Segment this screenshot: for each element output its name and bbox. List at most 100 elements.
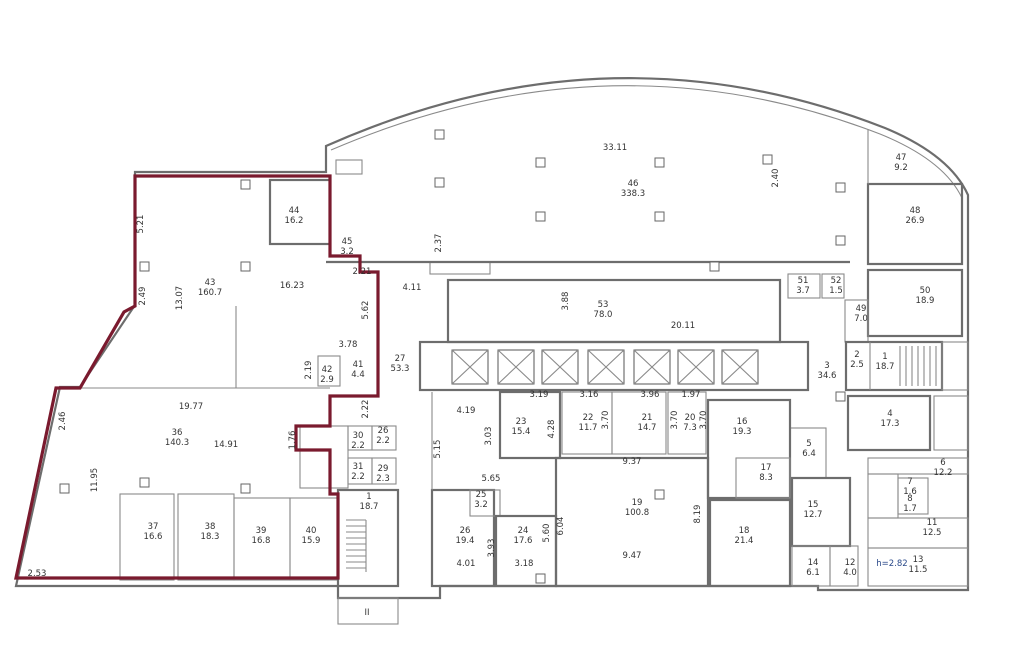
room-area: 14.7 (638, 423, 657, 433)
room-number: 5 (806, 439, 811, 449)
room-area: 7.3 (683, 423, 697, 433)
dim-2-37: 2.37 (434, 234, 444, 253)
room-number: 21 (642, 413, 653, 423)
room-number: 24 (518, 526, 529, 536)
room-number: 51 (798, 276, 809, 286)
room-number: 4 (887, 409, 892, 419)
room-area: 18.7 (876, 362, 895, 372)
room-area: 3.2 (340, 247, 354, 257)
room-area: 21.4 (735, 536, 754, 546)
dim-3-18: 3.18 (515, 559, 534, 569)
room-number: 45 (342, 237, 353, 247)
dim-19-77: 19.77 (179, 402, 203, 412)
room-number: 22 (583, 413, 594, 423)
room-area: 18.9 (916, 296, 935, 306)
room-area: 140.3 (165, 438, 189, 448)
room-number: 37 (148, 522, 159, 532)
room-number: 18 (739, 526, 750, 536)
room-25-label: 253.2 (474, 490, 488, 510)
room-labels: 5378.046338.3479.24826.94416.2453.243160… (144, 153, 953, 578)
dim-5-21: 5.21 (136, 215, 146, 234)
room-number: 26 (378, 426, 389, 436)
room-42-label: 422.9 (320, 365, 334, 385)
room-4-label: 417.3 (881, 409, 900, 429)
dim-4-11: 4.11 (403, 283, 422, 293)
room-area: 11.7 (579, 423, 598, 433)
room-area: 160.7 (198, 288, 222, 298)
room-area: 16.6 (144, 532, 163, 542)
dim-2-53: 2.53 (28, 569, 47, 579)
room-29-label: 292.3 (376, 464, 390, 484)
dim-3-93: 3.93 (487, 539, 497, 558)
room-number: 29 (378, 464, 389, 474)
dim-3-70b: 3.70 (670, 411, 680, 430)
room-area: 12.2 (934, 468, 953, 478)
room-area: 19.3 (733, 427, 752, 437)
columns (59, 129, 846, 584)
room-area: 2.3 (376, 474, 390, 484)
room-number: 14 (808, 558, 819, 568)
room-area: 15.4 (512, 427, 531, 437)
room-number: 50 (920, 286, 931, 296)
room-area: 6.4 (802, 449, 816, 459)
room-number: 48 (910, 206, 921, 216)
room-area: 16.8 (252, 536, 271, 546)
dim-1-97: 1.97 (682, 390, 701, 400)
room-number: 27 (395, 354, 406, 364)
dim-4-19: 4.19 (457, 406, 476, 416)
room-area: 7.0 (854, 314, 868, 324)
room-area: 4.0 (843, 568, 857, 578)
room-number: 40 (306, 526, 317, 536)
room-area: 18.7 (360, 502, 379, 512)
room-area: 17.3 (881, 419, 900, 429)
room-number: 3 (824, 361, 829, 371)
interior-walls (60, 130, 969, 588)
dim-5-62: 5.62 (361, 301, 371, 320)
dim-2-46: 2.46 (58, 412, 68, 431)
room-number: 44 (289, 206, 300, 216)
room-area: 26.9 (906, 216, 925, 226)
room-area: 2.2 (351, 472, 365, 482)
room-area: 1.5 (829, 286, 843, 296)
room-number: 46 (628, 179, 639, 189)
room-area: 1.6 (903, 487, 917, 497)
dim-9-47: 9.47 (623, 551, 642, 561)
room-area: 3.7 (796, 286, 810, 296)
dim-5-65: 5.65 (482, 474, 501, 484)
room-number: 16 (737, 417, 748, 427)
room-area: 11.5 (909, 565, 928, 575)
room-number: 25 (476, 490, 487, 500)
room-area: 2.2 (376, 436, 390, 446)
dim-33-11: 33.11 (603, 143, 627, 153)
room-number: 43 (205, 278, 216, 288)
dim-8-19: 8.19 (693, 505, 703, 524)
room-number: 26 (460, 526, 471, 536)
dim-9-37: 9.37 (623, 457, 642, 467)
room-20-label: 207.3 (683, 413, 697, 433)
room-number: 6 (940, 458, 945, 468)
room-number: 8 (907, 494, 912, 504)
dim-3-19: 3.19 (530, 390, 549, 400)
room-31-label: 312.2 (351, 462, 365, 482)
height-note: h=2.82 (876, 559, 907, 569)
room-number: 12 (845, 558, 856, 568)
room-number: 1 (882, 352, 887, 362)
room-area: 2.5 (850, 360, 864, 370)
room-area: 8.3 (759, 473, 773, 483)
elevator-shafts (451, 349, 759, 385)
room-area: 18.3 (201, 532, 220, 542)
room-3-label: 334.6 (818, 361, 837, 381)
